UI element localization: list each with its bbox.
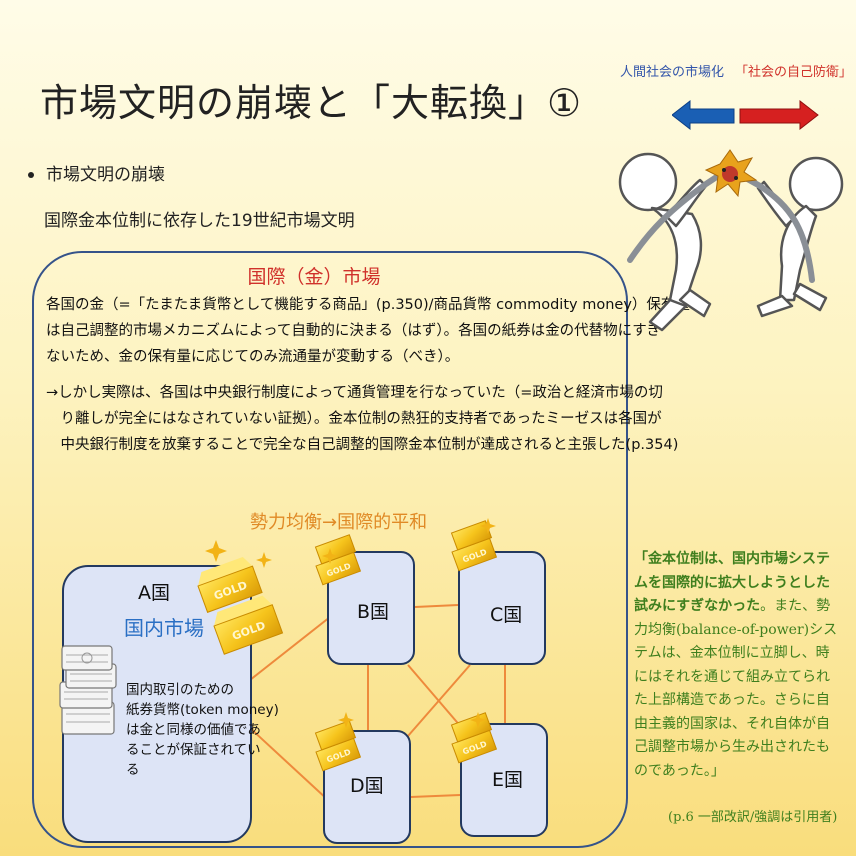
- connector-c-d: [407, 664, 471, 737]
- text-line: 国内取引のための: [126, 682, 234, 698]
- connector-a-b: [249, 616, 331, 681]
- paragraph-gold-holdings: 各国の金（=「たまたま貨幣として機能する商品」(p.350)/商品貨幣 comm…: [46, 292, 690, 370]
- text-line: は自己調整的市場メカニズムによって自動的に決まる（はず）。各国の紙券は金の代替物…: [46, 323, 662, 339]
- polanyi-quote: 「金本位制は、国内市場システムを国際的に拡大しようとした試みにすぎなかった。また…: [634, 548, 839, 783]
- country-d-label: D国: [350, 775, 384, 797]
- tug-of-war-illustration: [618, 149, 844, 332]
- domestic-market-label: 国内市場: [124, 616, 204, 640]
- connector-b-e: [407, 664, 463, 729]
- paragraph-central-banking: →しかし実際は、各国は中央銀行制度によって通貨管理を行なっていた（=政治と経済市…: [46, 380, 678, 458]
- gold-bar-c: GOLD: [450, 520, 498, 572]
- self-protection-label: 「社会の自己防衛」: [735, 65, 853, 80]
- country-c-label: C国: [490, 604, 523, 626]
- connector-a-d: [249, 727, 329, 801]
- gold-bar-a-top: GOLD: [197, 556, 263, 613]
- country-d-box: [323, 730, 411, 844]
- double-arrow-icon: [672, 99, 819, 131]
- connector-d-e: [410, 794, 461, 798]
- quote-citation: (p.6 一部改訳/強調は引用者): [668, 810, 838, 825]
- gold-bar-b: GOLD: [314, 534, 362, 586]
- text-line: り離しが完全にはなされていない証拠）。金本位制の熱狂的支持者であったミーゼスは各…: [46, 411, 662, 427]
- quote-body: 。また、勢力均衡(balance-of-power)システムは、金本位制に立脚し…: [634, 598, 838, 779]
- country-a-label: A国: [138, 582, 170, 604]
- text-line: 紙券貨幣(token money): [126, 702, 279, 718]
- text-line: 中央銀行制度を放棄することで完全な自己調整的国際金本位制が達成されると主張した(…: [46, 437, 679, 453]
- text-line: る: [126, 762, 140, 778]
- country-b-label: B国: [357, 601, 390, 623]
- text-line: は金と同様の価値であ: [126, 722, 261, 738]
- gold-bar-a-bottom: GOLD: [213, 595, 284, 655]
- connector-b-c: [414, 604, 459, 608]
- text-line: ることが保証されてい: [126, 742, 261, 758]
- subtitle-line: 国際金本位制に依存した19世紀市場文明: [44, 211, 355, 231]
- clash-spark-icon: [704, 149, 758, 198]
- balance-of-power-label: 勢力均衡→国際的平和: [250, 512, 428, 533]
- sparkle-icons: [205, 518, 496, 728]
- bullet-dot: [28, 172, 34, 178]
- marketization-label: 人間社会の市場化: [620, 65, 725, 80]
- gold-market-panel: [32, 251, 628, 848]
- arrow-left-icon: [672, 99, 735, 131]
- panel-heading: 国際（金）市場: [247, 266, 381, 288]
- quote-emphasis: 「金本位制は、国内市場システムを国際的に拡大しようとした試みにすぎなかった: [634, 551, 830, 614]
- gold-bar-d: GOLD: [314, 720, 362, 772]
- bullet-item: 市場文明の崩壊: [28, 160, 165, 185]
- arrow-right-icon: [739, 99, 819, 131]
- text-line: 各国の金（=「たまたま貨幣として機能する商品」(p.350)/商品貨幣 comm…: [46, 297, 690, 313]
- country-c-box: [458, 551, 546, 665]
- text-line: ないため、金の保有量に応じてのみ流通量が変動する（べき）。: [46, 349, 460, 365]
- page-title: 市場文明の崩壊と「大転換」①: [40, 81, 583, 125]
- text-line: →しかし実際は、各国は中央銀行制度によって通貨管理を行なっていた（=政治と経済市…: [46, 385, 663, 401]
- country-e-label: E国: [492, 769, 524, 791]
- banknote-stack-icon: [59, 645, 117, 735]
- token-money-note: 国内取引のための 紙券貨幣(token money) は金と同様の価値であ るこ…: [126, 680, 279, 780]
- bullet-text: 市場文明の崩壊: [46, 165, 165, 185]
